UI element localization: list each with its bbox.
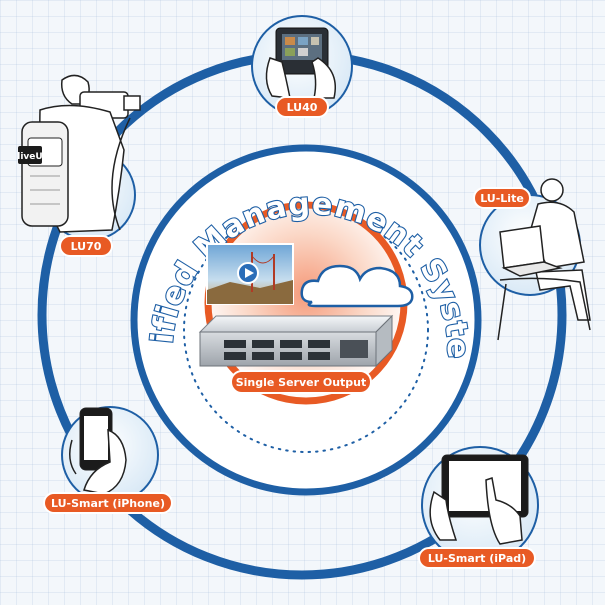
device-lu70: liveU LU70 (17, 74, 141, 257)
pointing-hand-icon (485, 477, 523, 545)
svg-text:LU-Lite: LU-Lite (480, 192, 524, 205)
person-legs-icon (535, 269, 591, 321)
device-lu40: LU40 (251, 15, 353, 118)
laptop-icon (499, 225, 545, 269)
liveu-logo (18, 146, 42, 164)
person-head-icon (540, 178, 564, 202)
svg-text:LU-Smart (iPad): LU-Smart (iPad) (428, 552, 526, 565)
svg-text:liveU: liveU (17, 152, 42, 162)
cloud-icon (300, 264, 414, 308)
chair-icon (497, 277, 591, 341)
svg-text:LU40: LU40 (287, 101, 318, 114)
device-lu-smart-ipad: LU-Smart (iPad) (418, 446, 539, 569)
left-hand-icon (429, 490, 458, 541)
video-thumbnail (206, 243, 294, 305)
svg-text:LU-Smart (iPhone): LU-Smart (iPhone) (51, 497, 165, 510)
svg-text:Single Server Output: Single Server Output (236, 376, 367, 389)
hand-icon (83, 428, 127, 495)
hub-label: Single Server Output (230, 370, 372, 394)
svg-text:LU70: LU70 (71, 240, 102, 253)
server-icon (198, 314, 394, 368)
dotted-ring (183, 207, 429, 453)
device-lu-lite: LU-Lite (473, 178, 591, 341)
device-lu-smart-iphone: LU-Smart (iPhone) (43, 406, 173, 514)
